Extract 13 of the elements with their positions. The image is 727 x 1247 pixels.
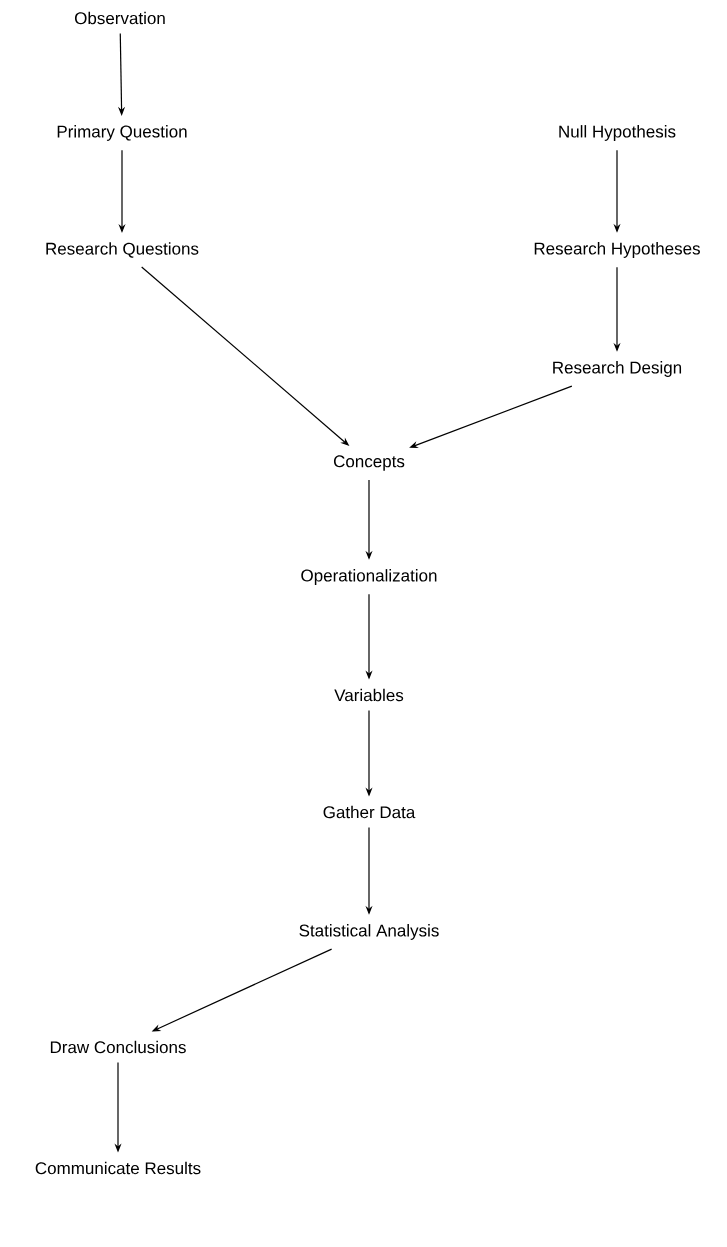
step-label: Communicate Results [35,1161,201,1175]
step-label: Research Design [553,361,682,377]
step-label: Research Hypotheses [534,242,700,258]
step-label: Draw Conclusions [50,1040,186,1054]
step-label: Concepts [333,455,405,471]
step-label: Statistical Analysis [299,924,439,940]
step-label: Primary Question [57,125,187,141]
step-label: Operationalization [301,569,437,585]
step-label: Research Questions [46,242,199,258]
step-label: Null Hypothesis [559,125,676,141]
step-label: Gather Data [323,805,416,819]
step-label: Observation [74,11,165,25]
step-label: Variables [334,688,404,702]
